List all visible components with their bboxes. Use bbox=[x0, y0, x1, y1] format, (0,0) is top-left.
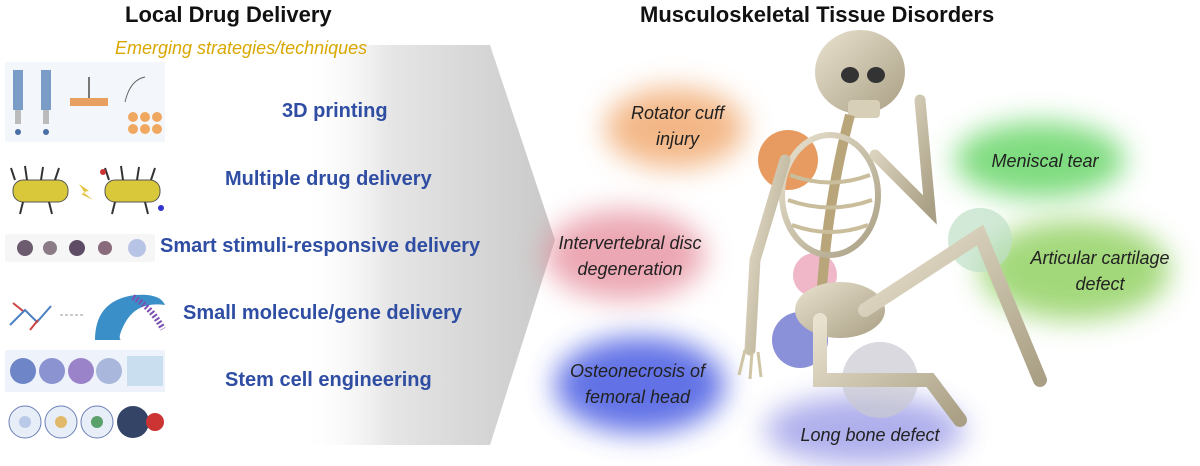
intervertebral-glow bbox=[545, 210, 705, 300]
stimuli-particles-icon bbox=[5, 234, 155, 262]
strategy-multiple-drug-delivery: Multiple drug delivery bbox=[225, 168, 432, 190]
rotator-cuff-glow bbox=[605, 88, 745, 168]
long-bone-glow bbox=[765, 395, 965, 465]
strategy-smart-stimuli-responsive: Smart stimuli-responsive delivery bbox=[160, 235, 481, 257]
disorder-long-bone: Long bone defect bbox=[800, 425, 940, 445]
strategies-subtitle: Emerging strategies/techniques bbox=[115, 38, 368, 58]
skeleton-figure-icon bbox=[737, 30, 1070, 427]
disorder-intervertebral-disc: Intervertebral disc degeneration bbox=[558, 233, 702, 279]
stem-cell-icon bbox=[5, 350, 165, 448]
gene-delivery-icon bbox=[5, 285, 170, 347]
meniscal-glow bbox=[955, 122, 1125, 198]
nanoparticle-icon bbox=[5, 158, 170, 223]
disorder-meniscal-tear: Meniscal tear bbox=[991, 151, 1099, 171]
cartilage-glow bbox=[980, 220, 1170, 320]
nozzle-printing-icon bbox=[5, 62, 165, 142]
disorder-articular-cartilage: Articular cartilage defect bbox=[1030, 248, 1170, 294]
disorder-osteonecrosis: Osteonecrosis of femoral head bbox=[569, 361, 706, 407]
strategy-3d-printing: 3D printing bbox=[282, 100, 388, 122]
osteonecrosis-glow bbox=[555, 337, 725, 433]
disorder-rotator-cuff: Rotator cuff injury bbox=[630, 103, 725, 149]
strategy-small-molecule-gene: Small molecule/gene delivery bbox=[183, 302, 463, 324]
left-panel-title: Local Drug Delivery bbox=[125, 2, 332, 27]
right-panel-title: Musculoskeletal Tissue Disorders bbox=[640, 2, 995, 27]
strategy-stem-cell-engineering: Stem cell engineering bbox=[225, 369, 432, 391]
